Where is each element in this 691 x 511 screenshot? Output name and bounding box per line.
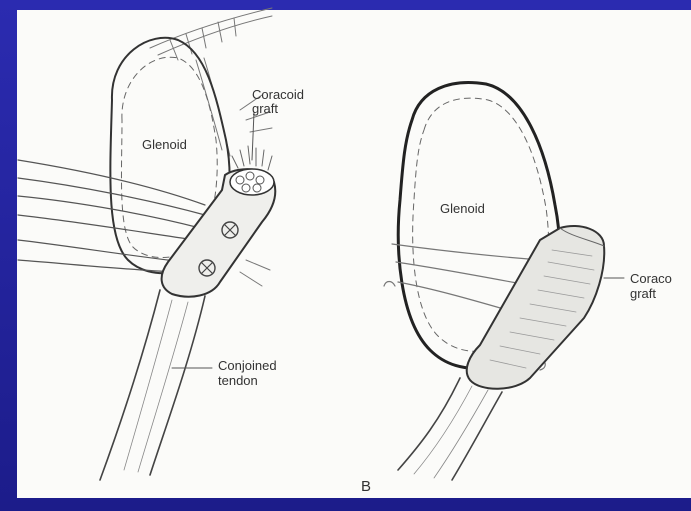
figure-a-graft-label-line2: graft: [252, 102, 278, 116]
figure-a-tendon-label-line2: tendon: [218, 374, 258, 388]
figure-b-coracoid-graft: [467, 226, 605, 389]
figure-a-tendon-label-line1: Conjoined: [218, 359, 277, 373]
figure-b-conjoined-tendon: [398, 378, 502, 480]
figure-a-glenoid-label: Glenoid: [142, 138, 187, 152]
figure-a-conjoined-tendon: [100, 290, 205, 480]
figure-b-panel-letter: B: [361, 480, 371, 494]
figure-b-graft-label-line1: Coraco: [630, 272, 672, 286]
figure-b-glenoid-label: Glenoid: [440, 202, 485, 216]
figure-a-coracoid-graft: [162, 146, 276, 297]
figure-a-graft-label-line1: Coracoid: [252, 88, 304, 102]
figure-b-graft-label-line2: graft: [630, 287, 656, 301]
